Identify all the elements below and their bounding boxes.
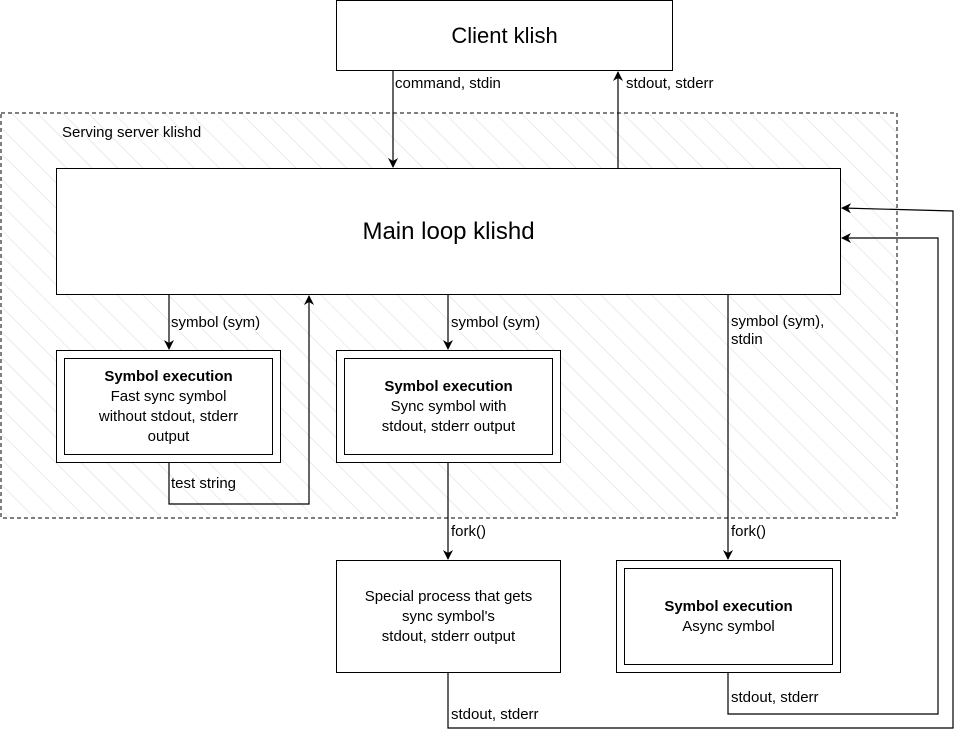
symbol-fast-line3: output	[147, 427, 190, 445]
label-stdout-stderr-async: stdout, stderr	[731, 689, 819, 706]
server-label: Serving server klishd	[62, 124, 202, 141]
special-process-line2: sync symbol's	[402, 607, 495, 625]
edge-stdout-stderr-async	[727, 233, 939, 715]
client-klish-box: Client klish	[336, 0, 673, 71]
symbol-async-line1: Async symbol	[682, 617, 775, 635]
label-fork-1: fork()	[451, 523, 486, 540]
label-symbol-3-line2: stdin	[731, 331, 763, 348]
symbol-async-box: Symbol execution Async symbol	[616, 560, 841, 673]
label-symbol-2: symbol (sym)	[451, 314, 541, 331]
edge-stdout-stderr-special	[447, 203, 954, 729]
label-symbol-1: symbol (sym)	[171, 314, 261, 331]
label-fork-2: fork()	[731, 523, 766, 540]
main-loop-box: Main loop klishd	[56, 168, 841, 295]
symbol-fast-line1: Fast sync symbol	[110, 387, 227, 405]
label-symbol-3-line1: symbol (sym),	[731, 313, 825, 330]
symbol-fast-box: Symbol execution Fast sync symbol withou…	[56, 350, 281, 463]
symbol-sync-box: Symbol execution Sync symbol with stdout…	[336, 350, 561, 463]
client-klish-title: Client klish	[451, 22, 558, 48]
symbol-sync-line2: stdout, stderr output	[381, 417, 516, 435]
edge-test-string	[168, 295, 314, 505]
main-loop-title: Main loop klishd	[362, 217, 535, 245]
symbol-fast-title: Symbol execution	[104, 367, 233, 385]
special-process-line3: stdout, stderr output	[381, 627, 516, 645]
label-command-stdin: command, stdin	[395, 75, 501, 92]
symbol-sync-line1: Sync symbol with	[390, 397, 507, 415]
label-stdout-stderr-top: stdout, stderr	[626, 75, 714, 92]
special-process-line1: Special process that gets	[364, 587, 533, 605]
special-process-box: Special process that gets sync symbol's …	[336, 560, 561, 673]
label-stdout-stderr-special: stdout, stderr	[451, 706, 539, 723]
label-test-string: test string	[171, 475, 237, 492]
symbol-fast-line2: without stdout, stderr	[98, 407, 239, 425]
symbol-sync-title: Symbol execution	[384, 377, 513, 395]
symbol-async-title: Symbol execution	[664, 597, 793, 615]
